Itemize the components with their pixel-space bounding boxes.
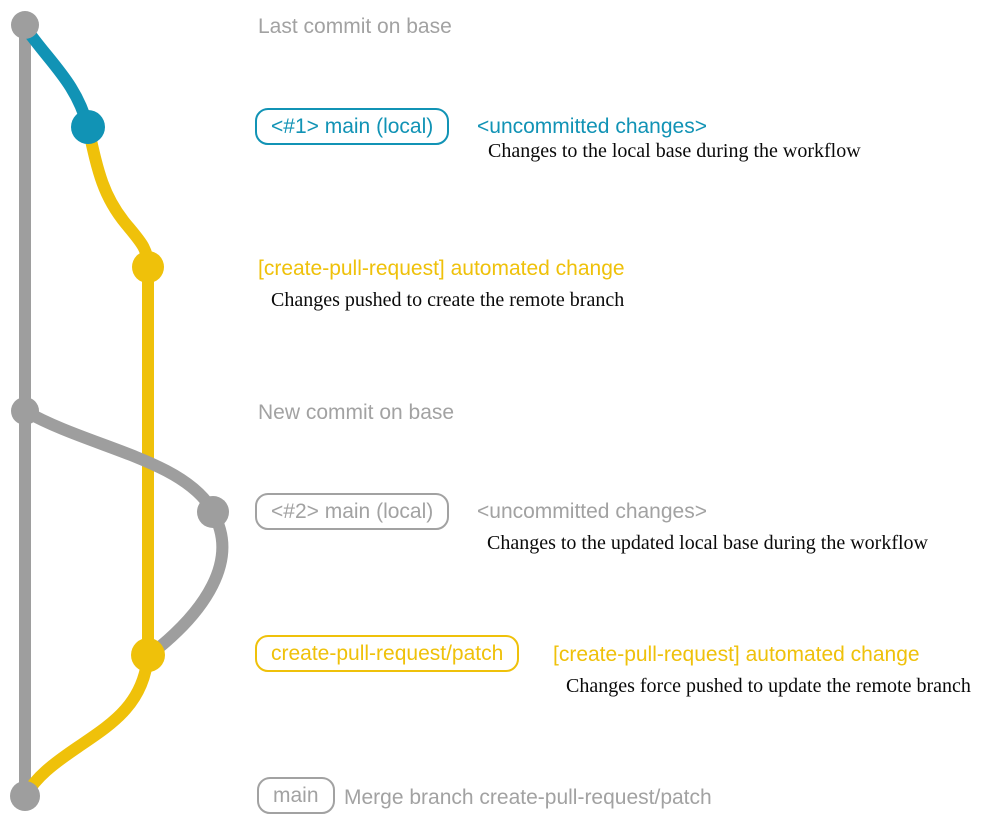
commit-description-automated-change-2: Changes force pushed to update the remot… — [566, 675, 971, 697]
local2-to-patch-curve — [145, 507, 229, 660]
base-to-local2-curve — [19, 405, 217, 514]
commit-dot-new-base — [11, 397, 39, 425]
branch-badge-main-local-2: <#2> main (local) — [255, 493, 450, 531]
local-branch-1-curve — [19, 21, 94, 133]
branch-badge-create-pull-request-patch: create-pull-request/patch — [255, 635, 520, 673]
commit-description-uncommitted-2: Changes to the updated local base during… — [487, 532, 928, 554]
patch-branch-merge-curve — [20, 649, 154, 801]
commit-dot-merge — [10, 781, 40, 811]
branch-badge-main-local-1: <#1> main (local) — [255, 108, 450, 146]
annotation-last-commit: Last commit on base — [258, 15, 452, 38]
commit-description-uncommitted-1: Changes to the local base during the wor… — [488, 140, 861, 162]
commit-dot-last-base — [11, 11, 39, 39]
commit-dot-patch-1 — [132, 251, 164, 283]
annotation-merge-branch: Merge branch create-pull-request/patch — [344, 786, 712, 809]
patch-branch-upper-curve — [82, 121, 154, 273]
commit-title-automated-change-1: [create-pull-request] automated change — [258, 257, 625, 280]
branch-badge-main: main — [257, 777, 335, 815]
commit-title-uncommitted-1: <uncommitted changes> — [477, 115, 707, 138]
commit-dot-local-1 — [71, 110, 105, 144]
commit-dot-patch-2 — [131, 638, 165, 672]
commit-dot-local-2 — [197, 496, 229, 528]
annotation-new-commit: New commit on base — [258, 401, 455, 424]
commit-title-uncommitted-2: <uncommitted changes> — [477, 500, 707, 523]
commit-title-automated-change-2: [create-pull-request] automated change — [553, 643, 920, 666]
commit-description-automated-change-1: Changes pushed to create the remote bran… — [271, 289, 625, 311]
